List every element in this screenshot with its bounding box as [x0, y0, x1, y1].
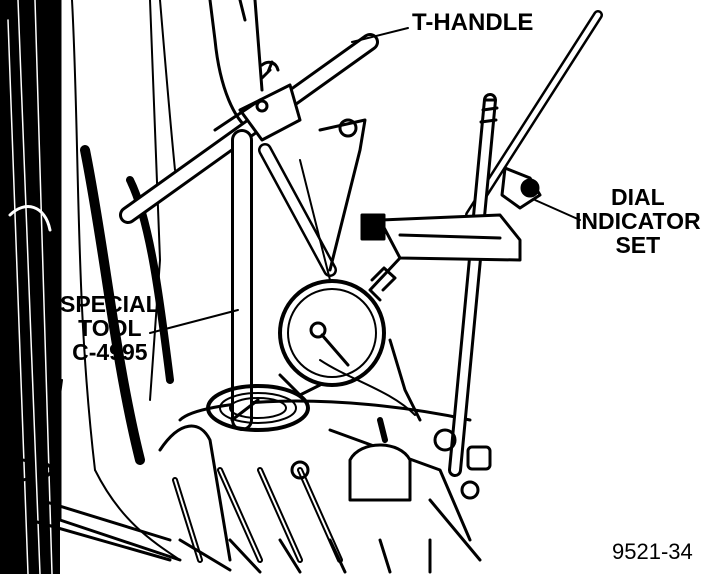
dial-indicator-line-3: SET [615, 232, 661, 259]
indicator-rod [448, 10, 603, 477]
t-handle-label: T-HANDLE [412, 9, 534, 36]
special-tool-leader [149, 309, 239, 334]
dial-gauge [278, 266, 397, 397]
support-arm [258, 118, 367, 281]
left-case-wall [0, 0, 182, 574]
indicator-clamp [360, 166, 542, 302]
t-handle-tool [119, 33, 379, 224]
special-tool-line-3: C-4995 [72, 339, 148, 366]
special-tool-line-2: TOOL [78, 315, 142, 342]
dial-indicator-label: DIAL INDICATOR SET [575, 184, 701, 259]
t-handle-leader [351, 27, 409, 43]
dial-indicator-leader [534, 199, 581, 221]
dial-indicator-line-1: DIAL [610, 184, 665, 210]
special-tool-shaft [230, 129, 260, 431]
special-tool-label: SPECIAL TOOL C-4995 [60, 291, 160, 366]
output-seal [206, 384, 310, 432]
lower-casting [10, 338, 492, 574]
dial-indicator-line-2: INDICATOR [575, 208, 701, 235]
figure-number: 9521-34 [612, 539, 693, 564]
leader-lines [49, 27, 581, 471]
special-tool-line-1: SPECIAL [60, 291, 160, 317]
